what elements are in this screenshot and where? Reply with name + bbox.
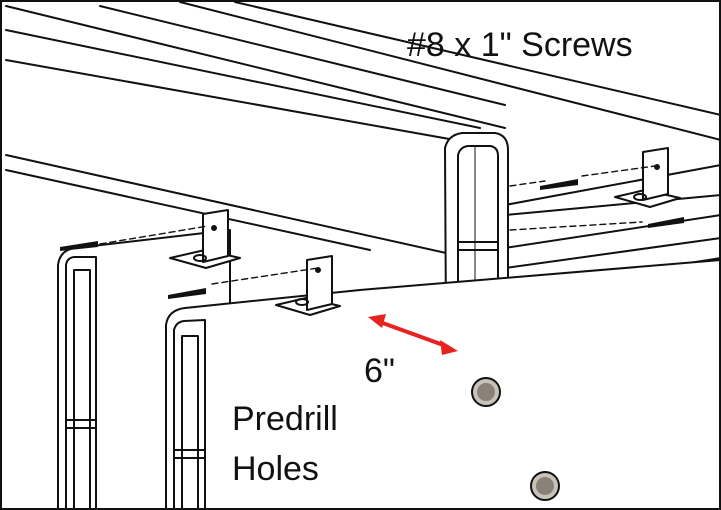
predrill-label-line1: Predrill [232,400,338,438]
screws-label: #8 x 1" Screws [407,26,633,64]
bracket-left [169,209,241,269]
screw-icon [60,241,98,251]
front-post [165,259,721,510]
screw-guides [99,165,656,285]
screws [60,179,684,299]
rear-rail [5,1,721,256]
bracket-right [614,147,681,208]
screw-icon [648,217,684,228]
screw-icon [168,288,206,299]
dimension-label: 6" [364,352,395,390]
predrill-label-line2: Holes [232,450,319,488]
dimension-arrow [368,314,458,355]
predrill-holes [471,377,560,501]
screw-icon [540,179,578,190]
bracket-middle [275,255,341,316]
